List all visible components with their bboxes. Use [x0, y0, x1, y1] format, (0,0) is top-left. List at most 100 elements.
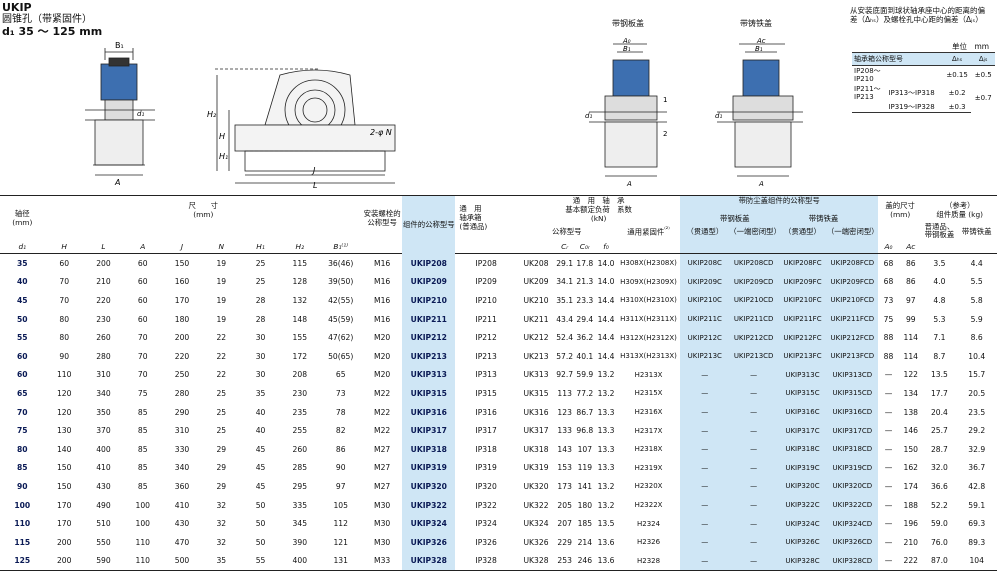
table-cell: 132: [292, 295, 308, 305]
table-cell: 107: [577, 444, 593, 454]
table-cell: 250: [174, 370, 190, 380]
table-cell: 85: [137, 444, 148, 454]
table-cell: M30: [374, 537, 391, 547]
table-cell: —: [884, 481, 893, 491]
table-cell: —: [884, 426, 893, 436]
table-cell: 13.3: [597, 444, 615, 454]
tol-row: IP319～IP328 ±0.3: [852, 102, 995, 113]
cell-shaft: 75: [17, 426, 28, 436]
series-code: UKIP: [2, 1, 32, 14]
cell-dust-unit: UKIP212FC: [778, 328, 827, 347]
table-cell: 14.4: [597, 314, 615, 324]
table-cell: 550: [96, 537, 111, 547]
table-cell: 210: [903, 537, 919, 547]
table-cell: 370: [96, 426, 111, 436]
cell-shaft: 110: [14, 519, 31, 529]
hd-mass-cast: 带铸铁盖: [961, 226, 992, 236]
table-cell: 200: [56, 537, 72, 547]
cell-shaft: 35: [17, 258, 28, 268]
table-cell: H2328: [616, 551, 681, 571]
table-cell: 25: [216, 426, 227, 436]
table-cell: 73: [883, 295, 894, 305]
table-cell: 143: [557, 444, 572, 454]
table-cell: 52.4: [556, 333, 574, 343]
label-H: H: [219, 132, 225, 141]
cell-dust-unit: UKIP209FCD: [826, 272, 878, 292]
cell-dust-unit: UKIP320C: [778, 477, 827, 496]
table-cell: UK315: [523, 388, 549, 398]
table-cell: 200: [44, 551, 84, 571]
table-cell: 14.4: [597, 295, 615, 305]
cell-dust-unit: UKIP211FC: [778, 309, 827, 329]
hd-mass-std: 普通品、带钢板盖: [924, 223, 955, 239]
table-cell: —: [884, 388, 893, 398]
table-cell: 335: [292, 500, 308, 510]
table-cell: 30: [255, 370, 266, 380]
table-cell: 105: [333, 500, 348, 510]
hd-cover: 盖的尺寸(mm): [877, 195, 923, 223]
table-cell: 77.2: [576, 388, 594, 398]
cell-dust-unit: UKIP212CD: [729, 328, 779, 347]
table-cell: 65: [335, 370, 346, 380]
hd-dim: 尺 寸(mm): [44, 195, 362, 223]
table-cell: 170: [174, 295, 190, 305]
table-cell: 253: [555, 551, 575, 571]
table-cell: IP212: [475, 333, 497, 343]
table-cell: 21.3: [576, 277, 594, 287]
cell-unit-no: UKIP317: [402, 421, 456, 440]
table-cell: 400: [280, 551, 320, 571]
label-num2: 2: [663, 130, 667, 138]
table-cell: M33: [361, 551, 403, 571]
cell-dust-unit: UKIP208FCD: [826, 253, 878, 273]
cell-shaft: 60: [17, 351, 28, 361]
cell-unit-no: UKIP320: [402, 477, 456, 496]
table-cell: 42(55): [328, 295, 354, 305]
table-cell: 29.4: [576, 314, 594, 324]
table-cell: 14.0: [597, 277, 615, 287]
table-cell: UK319: [523, 463, 549, 473]
cell-unit-no: UKIP318: [402, 439, 456, 459]
table-cell: 123: [557, 407, 572, 417]
table-cell: H2322X: [634, 501, 663, 510]
table-cell: M27: [374, 463, 391, 473]
cell-unit-no: UKIP213: [402, 346, 456, 366]
table-cell: 50(65): [328, 351, 354, 361]
table-cell: 99: [905, 314, 916, 324]
label-A-steel: A: [626, 180, 632, 188]
table-cell: IP210: [475, 295, 497, 305]
table-cell: 260: [96, 333, 111, 343]
table-cell: 220: [96, 295, 111, 305]
table-cell: 17.8: [576, 258, 594, 268]
table-cell: 23.3: [576, 295, 594, 305]
table-cell: 73: [335, 388, 346, 398]
cell-dust-unit: UKIP212C: [680, 328, 730, 347]
table-cell: 490: [96, 500, 111, 510]
table-cell: 500: [162, 551, 202, 571]
table-cell: —: [877, 551, 900, 571]
cast-cover-drawing: Aᴄ B₁ d₁ A: [715, 38, 803, 188]
cell-dust-unit: —: [680, 514, 730, 533]
table-cell: 4.4: [970, 258, 983, 268]
cell-dust-unit: UKIP313CD: [826, 365, 878, 385]
label-Ac: Aᴄ: [756, 38, 766, 45]
tol-head-dj: Δⱼₛ: [971, 52, 995, 66]
table-cell: 235: [292, 407, 308, 417]
cell-dust-unit: —: [680, 532, 730, 552]
table-cell: 120: [56, 388, 72, 398]
cell-dust-unit: —: [680, 551, 730, 571]
table-cell: 140: [56, 444, 72, 454]
cell-unit-no: UKIP211: [402, 309, 456, 329]
table-cell: IP328: [455, 551, 517, 571]
table-cell: 90: [335, 463, 346, 473]
hd-bearing: 通 用 轴 承基本额定负荷 系数(kN): [516, 195, 681, 223]
table-cell: IP313: [475, 370, 497, 380]
table-cell: 230: [292, 388, 308, 398]
cell-dust-unit: UKIP322C: [778, 495, 827, 515]
table-cell: 110: [56, 370, 72, 380]
cell-dust-unit: UKIP328CD: [826, 551, 878, 571]
